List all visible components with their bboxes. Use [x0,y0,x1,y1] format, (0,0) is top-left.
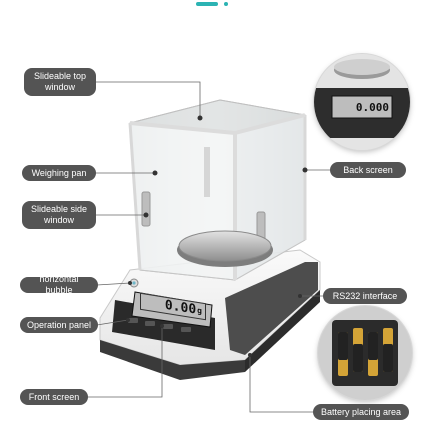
accent-bar [196,2,218,6]
key-4[interactable] [181,327,191,332]
key-1[interactable] [128,318,138,323]
leader-dots [126,115,308,357]
label-operation-panel: Operation panel [20,317,98,333]
leader-lines [85,81,330,413]
back-screen-inset: 0.000 [314,54,410,150]
operation-keys [128,318,191,332]
front-unit: g [197,305,202,316]
key-3[interactable] [163,324,173,329]
label-front-screen: Front screen [20,389,88,405]
label-battery-placing-area: Battery placing area [313,404,409,420]
side-window-handle[interactable] [141,191,151,227]
label-rs232-interface: RS232 interface [323,288,407,304]
label-slideable-side-window: Slideable side window [22,201,96,229]
battery-inset [318,306,412,400]
batteries [338,328,393,376]
label-slideable-top-window: Slideable top window [24,68,96,96]
label-weighing-pan: Weighing pan [22,165,96,181]
key-2[interactable] [145,321,155,326]
back-value: 0.000 [355,100,389,114]
accent-dot [224,2,228,6]
back-lcd: 0.000 [332,96,392,118]
weighing-pan [177,230,273,267]
label-horizontal-bubble: horizontal bubble [20,274,98,295]
label-back-screen: Back screen [330,162,406,178]
